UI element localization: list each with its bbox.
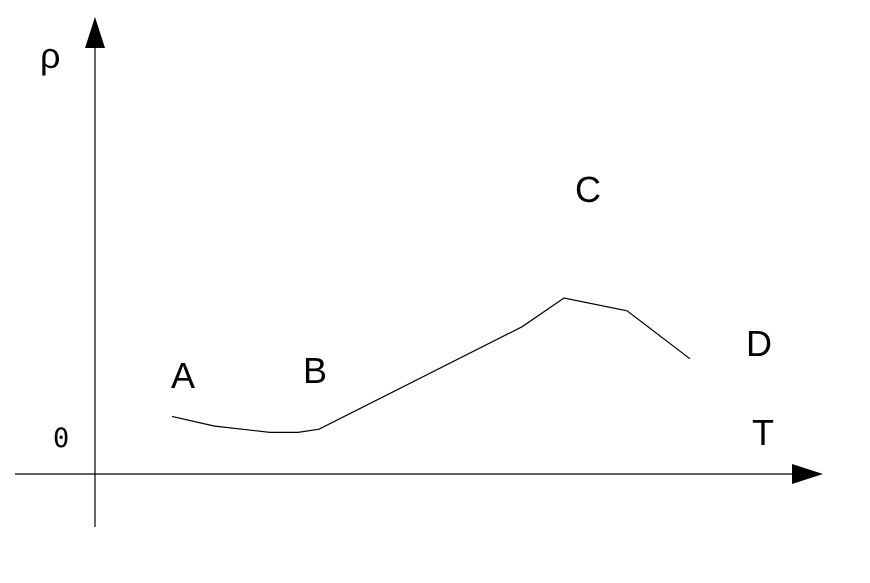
series-line-0: [171, 297, 691, 433]
y-axis-arrow: [85, 17, 105, 48]
y-axis-label: ρ: [40, 35, 60, 76]
origin-label: 0: [53, 423, 69, 454]
x-axis-arrow: [792, 464, 823, 484]
x-axis-label: T: [752, 412, 774, 453]
point-label-c: C: [575, 169, 601, 210]
point-label-d: D: [746, 323, 772, 364]
point-label-b: B: [303, 350, 327, 391]
series-layer: [171, 297, 691, 433]
point-label-a: A: [171, 355, 195, 396]
